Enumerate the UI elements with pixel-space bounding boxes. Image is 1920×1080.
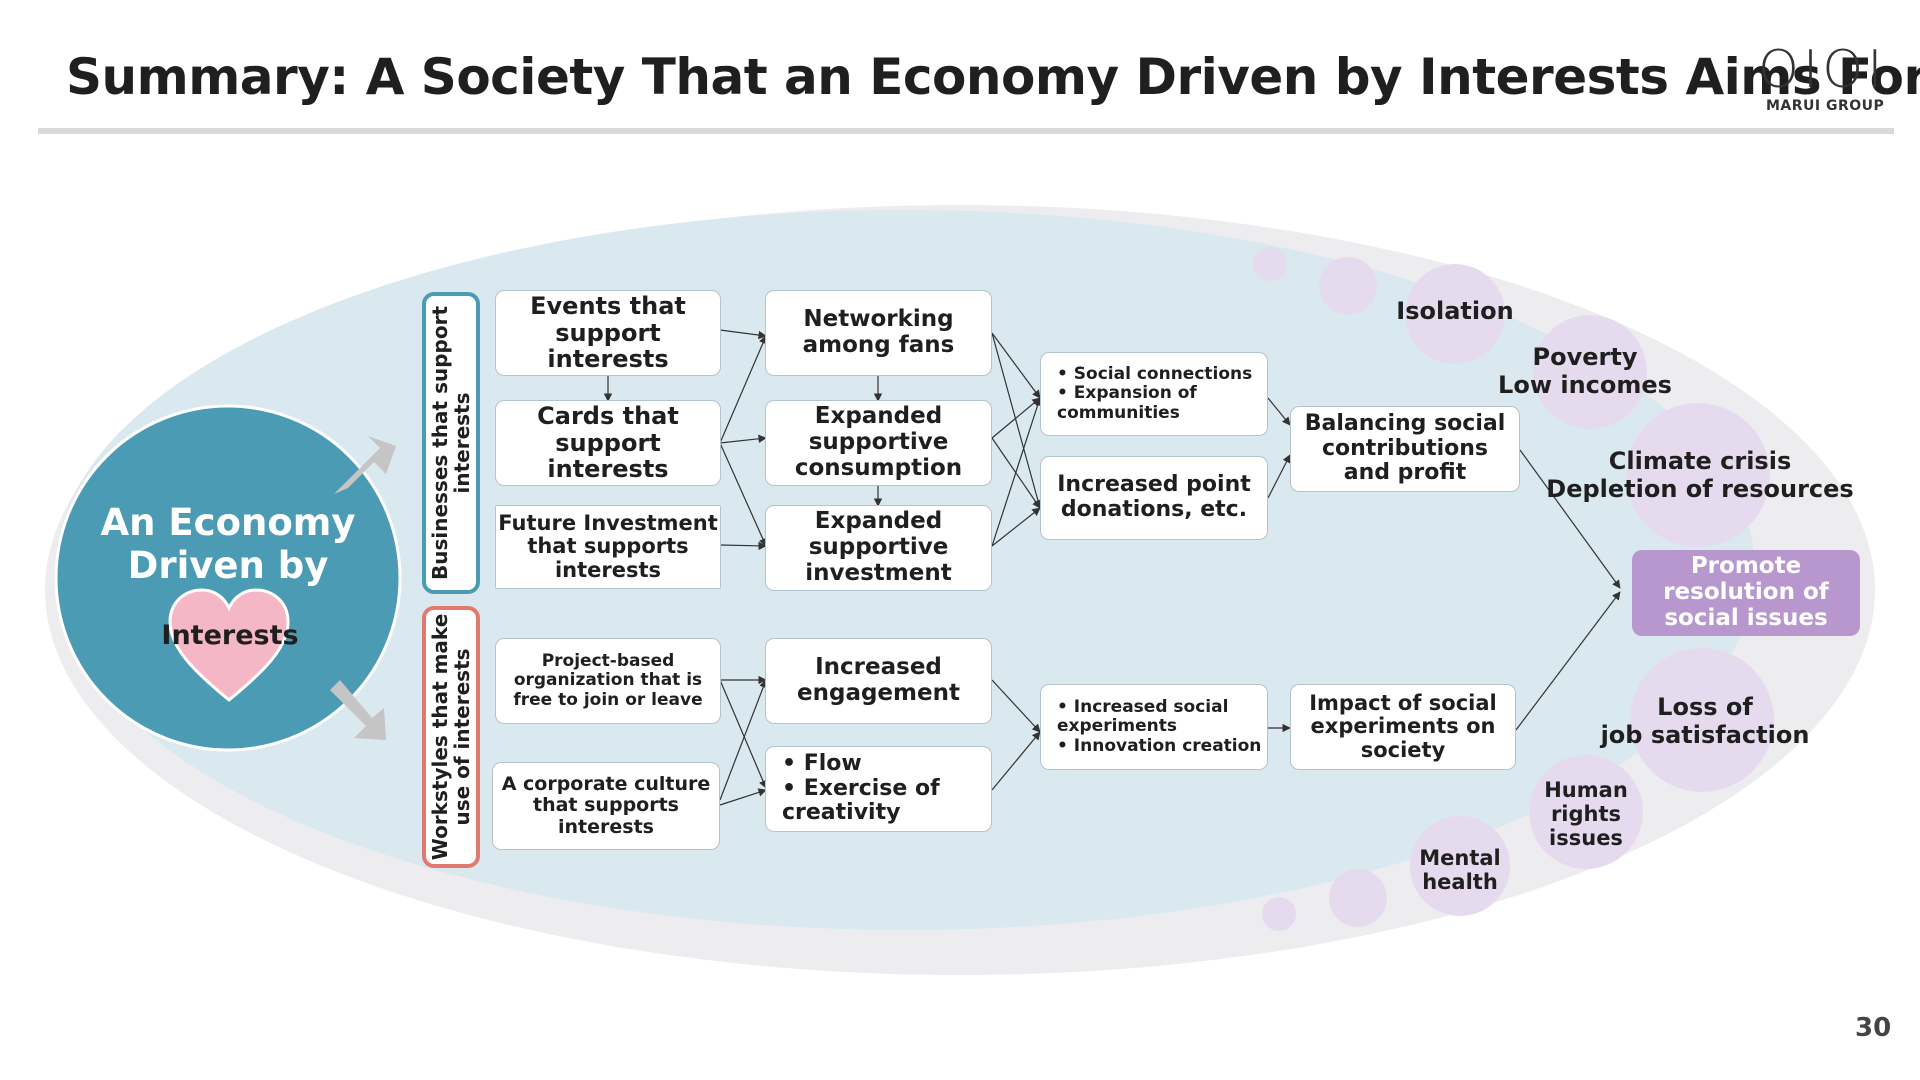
issue-climate: Climate crisis Depletion of resources bbox=[1546, 447, 1854, 503]
decor-bubble bbox=[1319, 257, 1377, 315]
issue-poverty: Poverty Low incomes bbox=[1498, 343, 1672, 399]
heart-icon bbox=[168, 588, 290, 702]
box-flow: • Flow • Exercise of creativity bbox=[765, 746, 992, 832]
center-circle bbox=[54, 404, 402, 752]
box-engagement: Increased engagement bbox=[765, 638, 992, 724]
group-tab-workstyles: Workstyles that make use of interests bbox=[422, 606, 480, 868]
group-label-businesses: Businesses that support interests bbox=[428, 305, 474, 581]
decor-bubble bbox=[1329, 869, 1387, 927]
issue-bubble-poverty bbox=[1533, 315, 1647, 429]
box-future-investment: Future Investment that supports interest… bbox=[495, 505, 721, 589]
decor-bubble bbox=[1262, 897, 1296, 931]
box-social-connections: • Social connections • Expansion of comm… bbox=[1040, 352, 1268, 436]
marui-logo-icon: OIOI bbox=[1758, 40, 1887, 100]
issue-mental-health: Mental health bbox=[1419, 845, 1501, 894]
box-balancing: Balancing social contributions and profi… bbox=[1290, 406, 1520, 492]
box-social-experiments: • Increased social experiments • Innovat… bbox=[1040, 684, 1268, 770]
group-label-workstyles: Workstyles that make use of interests bbox=[428, 613, 474, 861]
issue-bubble-job bbox=[1630, 648, 1774, 792]
arrow-up-right-icon bbox=[334, 436, 396, 494]
title-divider bbox=[38, 128, 1894, 134]
box-expanded-consumption: Expanded supportive consumption bbox=[765, 400, 992, 486]
heart-label: Interests bbox=[161, 620, 299, 652]
logo-name: MARUI GROUP bbox=[1766, 98, 1885, 114]
box-networking: Networking among fans bbox=[765, 290, 992, 376]
arrow-down-right-icon bbox=[330, 680, 386, 740]
box-corporate-culture: A corporate culture that supports intere… bbox=[492, 762, 720, 850]
box-impact: Impact of social experiments on society bbox=[1290, 684, 1516, 770]
box-expanded-investment: Expanded supportive investment bbox=[765, 505, 992, 591]
issue-bubble-climate bbox=[1626, 403, 1770, 547]
box-project-based: Project-based organization that is free … bbox=[495, 638, 721, 724]
issue-bubble-isolation bbox=[1405, 264, 1505, 364]
page-title: Summary: A Society That an Economy Drive… bbox=[66, 48, 1920, 106]
box-cards: Cards that support interests bbox=[495, 400, 721, 486]
box-events: Events that support interests bbox=[495, 290, 721, 376]
page-number: 30 bbox=[1855, 1013, 1892, 1043]
issue-bubble-mental bbox=[1410, 816, 1510, 916]
box-point-donations: Increased point donations, etc. bbox=[1040, 456, 1268, 540]
center-title: An Economy Driven by bbox=[100, 501, 356, 587]
issue-human-rights: Human rights issues bbox=[1544, 777, 1628, 851]
issue-bubble-human-rights bbox=[1529, 755, 1643, 869]
decor-bubble bbox=[1253, 247, 1287, 281]
box-promote: Promote resolution of social issues bbox=[1632, 550, 1860, 636]
issue-job-satisfaction: Loss of job satisfaction bbox=[1600, 693, 1810, 749]
group-tab-businesses: Businesses that support interests bbox=[422, 292, 480, 594]
issue-isolation: Isolation bbox=[1396, 297, 1514, 326]
